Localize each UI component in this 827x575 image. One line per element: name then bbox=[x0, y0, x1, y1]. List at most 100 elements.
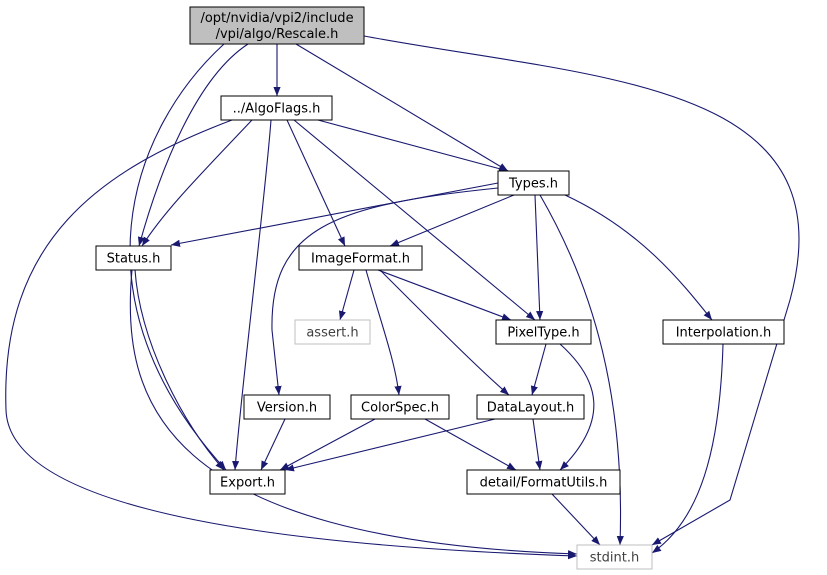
edge-algoflags-to-status bbox=[141, 119, 253, 247]
edge-types-to-interpolation bbox=[564, 194, 713, 321]
node-box bbox=[298, 245, 423, 271]
edge-datalayout-to-formatutils bbox=[532, 418, 543, 471]
edge-line bbox=[286, 119, 346, 247]
edge-imageformat-to-pixeltype bbox=[377, 269, 512, 321]
edge-line bbox=[293, 119, 536, 321]
edge-types-to-imageformat bbox=[389, 194, 515, 247]
edge-line bbox=[260, 418, 286, 471]
edge-line bbox=[295, 43, 509, 172]
edge-algoflags-to-export bbox=[232, 119, 272, 471]
edge-line bbox=[379, 269, 510, 396]
edge-rescale-to-types bbox=[295, 43, 509, 172]
node-box bbox=[95, 245, 172, 271]
node-label: ../AlgoFlags.h bbox=[233, 102, 321, 117]
node-imageformat[interactable]: ImageFormat.h bbox=[298, 245, 423, 271]
node-label: ColorSpec.h bbox=[361, 401, 439, 416]
edge-algoflags-to-pixeltype bbox=[293, 119, 536, 321]
edge-rescale-to-stdint bbox=[363, 35, 800, 546]
node-pixeltype[interactable]: PixelType.h bbox=[495, 319, 592, 345]
header-nodes: /opt/nvidia/vpi2/include/vpi/algo/Rescal… bbox=[95, 6, 785, 570]
node-label: assert.h bbox=[306, 326, 358, 341]
node-label: Status.h bbox=[107, 252, 161, 267]
edge-line bbox=[559, 343, 595, 471]
edge-status-to-stdint bbox=[129, 269, 578, 558]
edge-line bbox=[551, 493, 601, 546]
node-colorspec[interactable]: ColorSpec.h bbox=[350, 394, 450, 420]
node-label: Version.h bbox=[257, 401, 317, 416]
edge-datalayout-to-export bbox=[284, 418, 496, 472]
node-box bbox=[243, 394, 331, 420]
node-box bbox=[662, 319, 785, 345]
node-box bbox=[189, 6, 365, 45]
node-box bbox=[350, 394, 450, 420]
edge-line bbox=[284, 418, 496, 472]
edge-line bbox=[271, 187, 499, 396]
edge-pixeltype-to-formatutils bbox=[559, 343, 595, 471]
edge-imageformat-to-colorspec bbox=[365, 269, 402, 396]
edge-algoflags-to-imageformat bbox=[286, 119, 346, 247]
edge-line bbox=[141, 119, 253, 247]
node-box bbox=[576, 544, 653, 570]
dependency-edges bbox=[5, 35, 800, 560]
node-box bbox=[495, 319, 592, 345]
edge-colorspec-to-export bbox=[279, 418, 376, 471]
node-export[interactable]: Export.h bbox=[209, 469, 286, 495]
edge-colorspec-to-formatutils bbox=[424, 418, 517, 471]
edge-line bbox=[129, 43, 227, 471]
edge-line bbox=[137, 43, 249, 247]
edge-rescale-to-status bbox=[137, 43, 249, 247]
node-label: DataLayout.h bbox=[487, 401, 575, 416]
node-formatutils[interactable]: detail/FormatUtils.h bbox=[466, 469, 621, 495]
node-box bbox=[497, 170, 570, 196]
node-label: /opt/nvidia/vpi2/include bbox=[200, 11, 353, 26]
node-label: stdint.h bbox=[590, 551, 639, 566]
node-types[interactable]: Types.h bbox=[497, 170, 570, 196]
node-box bbox=[466, 469, 621, 495]
edge-line bbox=[129, 269, 578, 558]
edge-line bbox=[389, 194, 515, 247]
node-label: Types.h bbox=[508, 177, 558, 192]
edge-line bbox=[232, 119, 272, 471]
node-label: Export.h bbox=[220, 476, 275, 491]
edge-line bbox=[530, 343, 547, 396]
node-assert: assert.h bbox=[294, 319, 371, 345]
edge-line bbox=[338, 269, 355, 321]
node-box bbox=[209, 469, 286, 495]
node-stdint: stdint.h bbox=[576, 544, 653, 570]
edge-line bbox=[534, 194, 544, 321]
edge-types-to-status bbox=[170, 182, 499, 247]
edge-line bbox=[279, 418, 376, 471]
edge-types-to-version bbox=[271, 187, 499, 396]
edge-formatutils-to-stdint bbox=[551, 493, 601, 546]
edge-line bbox=[377, 269, 512, 321]
node-version[interactable]: Version.h bbox=[243, 394, 331, 420]
node-label: /vpi/algo/Rescale.h bbox=[216, 27, 339, 42]
node-label: detail/FormatUtils.h bbox=[480, 476, 608, 491]
node-box bbox=[294, 319, 371, 345]
node-rescale[interactable]: /opt/nvidia/vpi2/include/vpi/algo/Rescal… bbox=[189, 6, 365, 45]
edge-line bbox=[134, 269, 225, 471]
node-label: ImageFormat.h bbox=[311, 252, 410, 267]
edge-algoflags-to-stdint bbox=[5, 119, 578, 560]
node-datalayout[interactable]: DataLayout.h bbox=[476, 394, 585, 420]
node-box bbox=[220, 95, 333, 121]
node-interpolation[interactable]: Interpolation.h bbox=[662, 319, 785, 345]
edge-types-to-pixeltype bbox=[534, 194, 544, 321]
node-label: Interpolation.h bbox=[676, 326, 772, 341]
edge-line bbox=[365, 269, 402, 396]
edge-rescale-to-export bbox=[129, 43, 227, 471]
edge-line bbox=[424, 418, 517, 471]
edge-pixeltype-to-datalayout bbox=[530, 343, 547, 396]
node-algoflags[interactable]: ../AlgoFlags.h bbox=[220, 95, 333, 121]
edge-version-to-export bbox=[260, 418, 286, 471]
edge-line bbox=[5, 119, 578, 560]
edge-line bbox=[564, 194, 713, 321]
edge-imageformat-to-assert bbox=[338, 269, 355, 321]
edge-imageformat-to-datalayout bbox=[379, 269, 510, 396]
node-label: PixelType.h bbox=[507, 326, 579, 341]
edge-line bbox=[317, 119, 509, 173]
edge-status-to-export bbox=[134, 269, 225, 471]
node-status[interactable]: Status.h bbox=[95, 245, 172, 271]
edge-algoflags-to-types bbox=[317, 119, 509, 173]
